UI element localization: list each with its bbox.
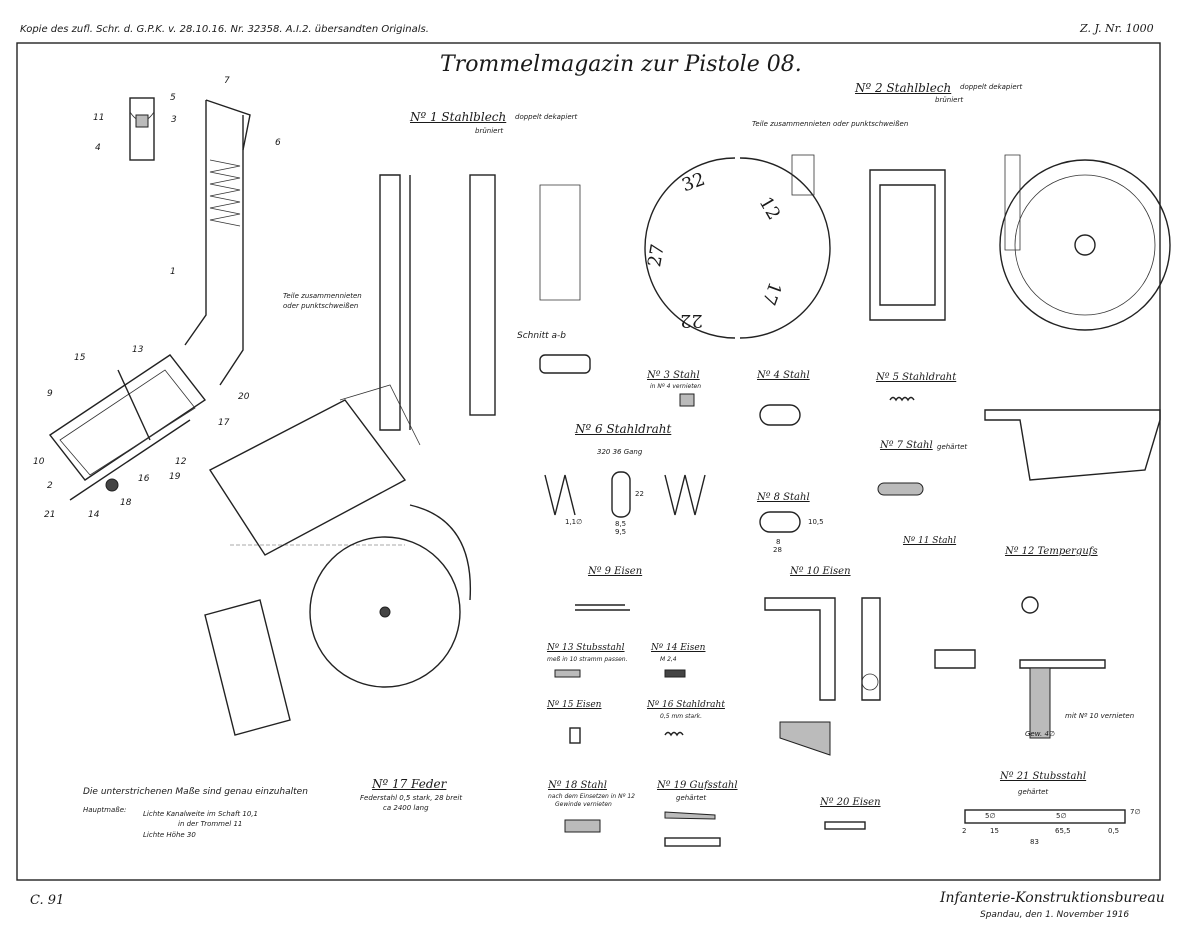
callout: 13 <box>132 345 144 355</box>
main-dim: in der Trommel 11 <box>178 820 243 828</box>
part-label-8: Nº 8 Stahl <box>757 492 810 503</box>
part-label-2: Nº 2 Stahlblech <box>855 81 952 95</box>
callout: 4 <box>95 143 101 153</box>
part-label-5: Nº 5 Stahldraht <box>876 372 957 383</box>
dimension: 9,5 <box>615 528 627 536</box>
part-label-19: Nº 19 Gufsstahl <box>657 780 738 791</box>
callout: 15 <box>74 353 86 363</box>
place-date: Spandau, den 1. November 1916 <box>980 910 1130 920</box>
callout: 14 <box>88 510 100 520</box>
part-label-18: Nº 18 Stahl <box>548 780 608 791</box>
callout: 17 <box>218 418 230 428</box>
callout: 10 <box>33 457 45 467</box>
part-1-drawing <box>204 174 591 736</box>
drum-number: 22 <box>680 310 703 331</box>
dimension: 10,5 <box>808 518 824 526</box>
underlined-note: Die unterstrichenen Maße sind genau einz… <box>83 787 308 797</box>
part-label-1: Nº 1 Stahlblech <box>410 110 507 124</box>
drawing-number: Z. J. Nr. 1000 <box>1080 22 1154 35</box>
part-note: M 2,4 <box>660 656 677 663</box>
callout: 16 <box>138 474 150 484</box>
small-parts <box>544 393 1126 847</box>
callout: 9 <box>47 389 53 399</box>
part-note: gehärtet <box>676 794 707 802</box>
part-note: nach dem Einsetzen in Nº 12 <box>548 793 635 800</box>
part-note: 320 36 Gang <box>597 448 643 456</box>
part-note: 0,5 mm stark. <box>660 713 703 720</box>
part-label-12: Nº 12 Tempergufs <box>1005 546 1098 557</box>
part-note: gehärtet <box>937 443 968 451</box>
rivet-note-left: Teile zusammennieten <box>283 292 362 300</box>
main-dim: Lichte Kanalweite im Schaft 10,1 <box>143 810 258 818</box>
callout: 5 <box>170 93 176 103</box>
callout: 1 <box>170 267 176 277</box>
dimension: 8,5 <box>615 520 627 528</box>
callout: 20 <box>238 392 250 402</box>
drawing-frame <box>16 42 1161 881</box>
dimension: 15 <box>990 827 999 835</box>
callout: 12 <box>175 457 187 467</box>
callout: 18 <box>120 498 132 508</box>
copy-note: Kopie des zufl. Schr. d. G.P.K. v. 28.10… <box>20 24 429 35</box>
part-label-17: Nº 17 Feder <box>372 777 447 791</box>
rivet-note-left-2: oder punktschweißen <box>283 302 359 310</box>
part-note: ca 2400 lang <box>383 804 429 812</box>
part-label-13: Nº 13 Stubsstahl <box>547 643 625 653</box>
dimension: 0,5 <box>1108 827 1120 835</box>
dimension: 5∅ <box>1056 812 1067 820</box>
bureau-name: Infanterie-Konstruktionsbureau <box>940 890 1165 906</box>
callout: 2 <box>47 481 53 491</box>
part-note: in Nº 4 vernieten <box>650 383 702 390</box>
part-label-15: Nº 15 Eisen <box>547 700 602 710</box>
dimension: 2 <box>962 827 967 835</box>
thread-note: Gew. 4∅ <box>1025 730 1056 738</box>
section-label: Schnitt a-b <box>517 331 566 341</box>
dimension: 83 <box>1030 838 1039 846</box>
callout: 21 <box>44 510 56 520</box>
part-label-21: Nº 21 Stubsstahl <box>1000 771 1087 782</box>
dimension: 65,5 <box>1055 827 1071 835</box>
callout: 19 <box>169 472 181 482</box>
part-note: brüniert <box>475 127 504 135</box>
callout: 11 <box>93 113 105 123</box>
part-note: meß in 10 stramm passen. <box>547 656 628 663</box>
part-label-6: Nº 6 Stahldraht <box>575 422 672 436</box>
part-label-3: Nº 3 Stahl <box>647 370 700 381</box>
assembly-view <box>48 97 251 501</box>
main-dims-label: Hauptmaße: <box>83 806 127 814</box>
part-label-14: Nº 14 Eisen <box>651 643 706 653</box>
part-label-9: Nº 9 Eisen <box>588 566 643 577</box>
rivet-note-right: Teile zusammennieten oder punktschweißen <box>752 120 909 128</box>
main-dim: Lichte Höhe 30 <box>143 831 196 839</box>
part-note: gehärtet <box>1018 788 1049 796</box>
part-note: Gewinde vernieten <box>555 801 612 808</box>
rivet-n10-note: mit Nº 10 vernieten <box>1065 712 1135 720</box>
dimension: 1,1∅ <box>565 518 583 526</box>
dimension: 5∅ <box>985 812 996 820</box>
part-note: doppelt dekapiert <box>960 83 1023 91</box>
drum-number: 27 <box>644 242 669 269</box>
part-label-20: Nº 20 Eisen <box>820 797 881 808</box>
dimension: 28 <box>773 546 782 554</box>
part-note: brüniert <box>935 96 964 104</box>
part-label-4: Nº 4 Stahl <box>757 370 810 381</box>
part-note: Federstahl 0,5 stark, 28 breit <box>360 794 463 802</box>
part-label-7: Nº 7 Stahl <box>880 440 933 451</box>
part-note: doppelt dekapiert <box>515 113 578 121</box>
page-title: Trommelmagazin zur Pistole 08. <box>440 52 802 77</box>
part-label-10: Nº 10 Eisen <box>790 566 851 577</box>
dimension: 22 <box>635 490 644 498</box>
part-label-16: Nº 16 Stahldraht <box>647 700 725 710</box>
dimension: 8 <box>776 538 781 546</box>
callout: 7 <box>224 76 230 86</box>
part-2-drawing <box>644 154 1171 481</box>
part-label-11: Nº 11 Stahl <box>903 536 957 546</box>
callout: 6 <box>275 138 281 148</box>
sheet-number: C. 91 <box>30 893 65 908</box>
callout: 3 <box>171 115 177 125</box>
dimension: 7∅ <box>1130 808 1141 816</box>
